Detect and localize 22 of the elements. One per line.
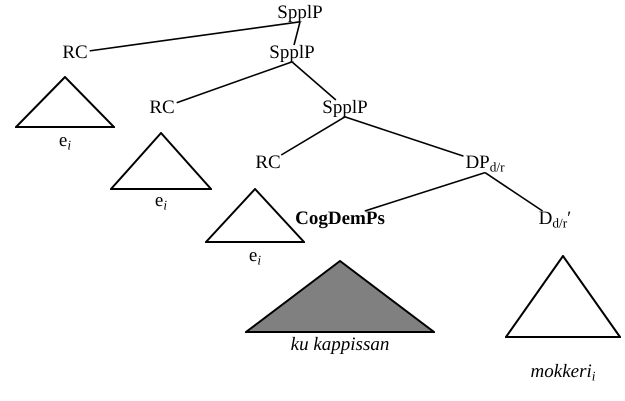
- tree-node-label: CogDemPs: [295, 208, 385, 230]
- tree-node-label: SpplP: [322, 97, 368, 119]
- branch-line: [176, 61, 292, 104]
- tree-node-label: SpplP: [269, 42, 315, 64]
- branch-line: [90, 21, 300, 52]
- terminal-label: e$_{i}$: [58, 130, 72, 153]
- tree-node-label: SpplP: [277, 2, 323, 24]
- terminal-label: e$_{i}$: [248, 245, 262, 268]
- terminal-label: ku kappissan: [290, 334, 390, 356]
- branch-line: [364, 172, 486, 212]
- tree-node-label: RC: [62, 42, 88, 64]
- branch-line: [344, 116, 464, 157]
- branch-line: [280, 116, 346, 156]
- tree-node-label: DP$_{d/r}$: [465, 152, 505, 175]
- branch-line: [293, 22, 301, 46]
- tree-node-label: RC: [255, 152, 281, 174]
- terminal-label: e$_{i}$: [154, 190, 168, 213]
- branch-line: [484, 172, 543, 212]
- tree-node-label: RC: [149, 97, 175, 119]
- tree-node-label: D$_{d/r}$′: [538, 208, 572, 231]
- terminal-label: mokkeri$_{i}$: [530, 361, 596, 384]
- branch-line: [291, 61, 336, 101]
